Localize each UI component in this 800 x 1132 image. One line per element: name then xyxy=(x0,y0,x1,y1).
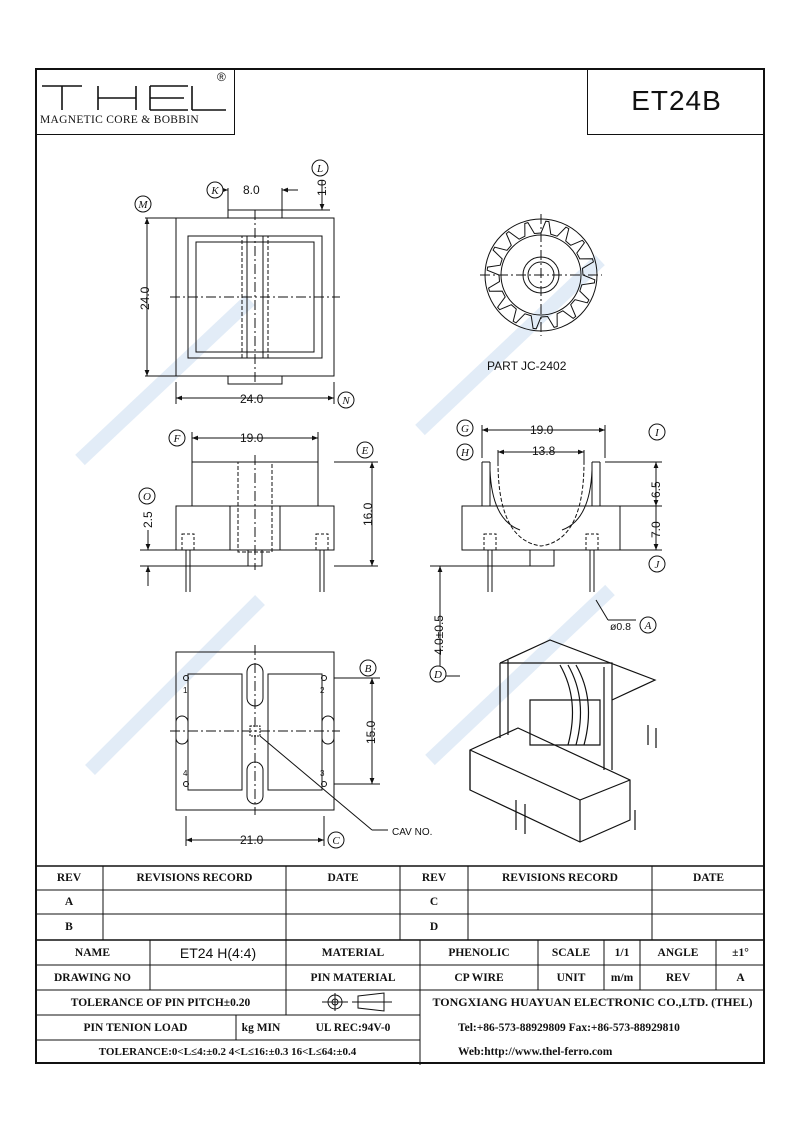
cav-label: CAV NO. xyxy=(392,827,432,838)
rev-b: B xyxy=(65,921,73,933)
registered-mark: ® xyxy=(217,70,226,84)
dim-13-8: 13.8 xyxy=(532,444,556,458)
gear-view xyxy=(480,214,602,336)
dim-19-side: 19.0 xyxy=(530,423,554,437)
logo-caption: MAGNETIC CORE & BOBBIN xyxy=(40,114,199,126)
callout-h: H xyxy=(460,447,470,459)
top-view xyxy=(144,180,340,404)
drawing-no-label: DRAWING NO xyxy=(54,971,131,984)
scale-value: 1/1 xyxy=(614,946,630,959)
logo-box xyxy=(35,68,235,135)
callout-letters: M K L F E O G H I J A D B C N xyxy=(137,163,660,847)
unit-value: m/m xyxy=(610,971,634,984)
pin-3: 3 xyxy=(320,769,325,778)
callout-b: B xyxy=(365,663,372,675)
dim-8: 8.0 xyxy=(243,183,260,197)
date-header-2: DATE xyxy=(692,872,725,884)
angle-value: ±1° xyxy=(732,946,749,959)
pin-material-label: PIN MATERIAL xyxy=(310,971,396,984)
watermark xyxy=(75,254,615,775)
callout-d: D xyxy=(433,669,442,681)
callout-circles xyxy=(134,159,666,849)
callout-c: C xyxy=(332,835,340,847)
pin-1: 1 xyxy=(183,686,188,695)
callout-g: G xyxy=(461,423,469,435)
title-block-grid xyxy=(35,865,765,1065)
company-name: TONGXIANG HUAYUAN ELECTRONIC CO.,LTD. (T… xyxy=(432,995,753,1009)
material-value: PHENOLIC xyxy=(448,946,510,959)
rev-c: C xyxy=(429,896,439,908)
callout-e: E xyxy=(361,445,369,457)
unit-label: UNIT xyxy=(556,971,586,984)
pin-4: 4 xyxy=(183,769,188,778)
tolerance-pin-pitch: TOLERANCE OF PIN PITCH±0.20 xyxy=(70,996,251,1009)
revisions-record-header: REVISIONS RECORD xyxy=(136,872,253,884)
revisions-record-header-2: REVISIONS RECORD xyxy=(502,872,618,884)
pin-material-value: CP WIRE xyxy=(454,971,504,984)
kg-min: kg MIN xyxy=(241,1021,281,1034)
dim-1: 1.0 xyxy=(315,179,329,196)
dim-2-5: 2.5 xyxy=(141,511,155,528)
callout-l: L xyxy=(316,163,323,175)
bottom-view xyxy=(170,645,388,846)
pin-tension-load: PIN TENION LOAD xyxy=(83,1021,188,1034)
dim-4-0: 4.0±0.5 xyxy=(432,615,446,655)
angle-label: ANGLE xyxy=(657,946,699,959)
callout-f: F xyxy=(173,433,181,445)
pin-2: 2 xyxy=(320,686,325,695)
part-title: ET24B xyxy=(631,85,722,116)
material-label: MATERIAL xyxy=(321,946,385,959)
scale-label: SCALE xyxy=(551,946,591,959)
drawing-sheet-frame xyxy=(35,68,765,1064)
dim-24-vertical: 24.0 xyxy=(138,286,152,310)
dim-19-front: 19.0 xyxy=(240,431,264,445)
rev-value: A xyxy=(736,971,745,984)
dim-7: 7.0 xyxy=(649,521,663,538)
part-label: PART JC-2402 xyxy=(487,359,567,373)
name-label: NAME xyxy=(74,946,111,959)
callout-m: M xyxy=(137,199,148,211)
dimension-labels: 8.0 1.0 24.0 24.0 19.0 16.0 2.5 19.0 13.… xyxy=(138,179,663,847)
callout-o: O xyxy=(143,491,151,503)
name-value: ET24 H(4:4) xyxy=(179,944,257,961)
isometric-view xyxy=(469,639,657,843)
date-header: DATE xyxy=(327,872,359,884)
dim-24-horizontal: 24.0 xyxy=(240,392,264,406)
rev-a: A xyxy=(64,896,74,908)
callout-k: K xyxy=(210,185,219,197)
front-view xyxy=(140,432,378,592)
dim-15: 15.0 xyxy=(364,720,378,744)
general-tolerance: TOLERANCE:0<L≤4:±0.2 4<L≤16:±0.3 16<L≤64… xyxy=(98,1046,357,1058)
callout-i: I xyxy=(654,427,660,439)
rev-header-2: REV xyxy=(421,872,447,884)
dim-16: 16.0 xyxy=(361,502,375,526)
thel-logo xyxy=(42,85,226,111)
tel-fax: Tel:+86-573-88929809 Fax:+86-573-8892981… xyxy=(458,1021,680,1034)
dim-6-5: 6.5 xyxy=(649,481,663,498)
callout-a: A xyxy=(644,620,652,632)
ul-rec: UL REC:94V-0 xyxy=(315,1021,391,1034)
callout-n: N xyxy=(341,395,350,407)
part-title-box: ET24B xyxy=(587,68,765,135)
dim-21: 21.0 xyxy=(240,833,264,847)
side-view xyxy=(430,425,662,677)
rev-label: REV xyxy=(665,971,691,984)
dim-0-8: ø0.8 xyxy=(610,621,631,633)
projection-symbol xyxy=(322,992,392,1012)
callout-j: J xyxy=(655,559,661,571)
rev-header: REV xyxy=(56,872,82,884)
website: Web:http://www.thel-ferro.com xyxy=(458,1046,613,1058)
rev-d: D xyxy=(429,921,439,933)
